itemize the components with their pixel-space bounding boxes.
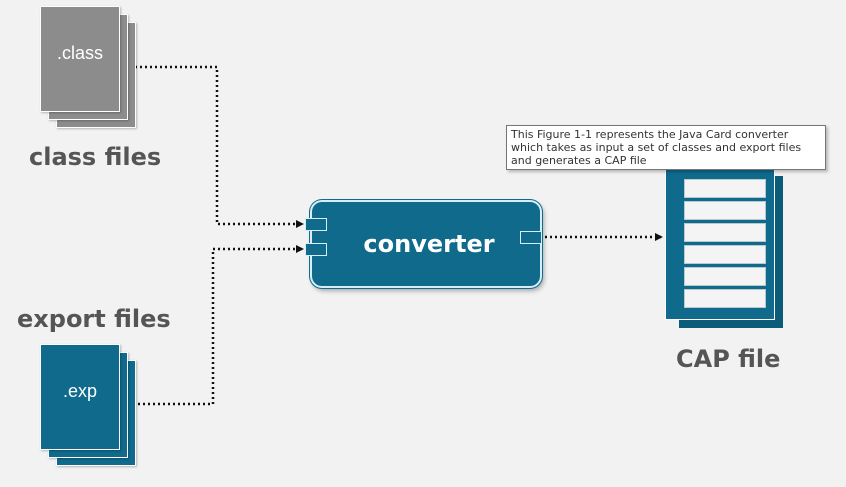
cap-file-record	[684, 179, 766, 198]
cap-file-record	[684, 245, 766, 264]
cap-file-record	[684, 223, 766, 242]
converter-input-port-export	[305, 243, 327, 256]
class-file-extension: .class	[56, 43, 103, 63]
converter-output-port	[520, 231, 542, 244]
converter-component: converter	[310, 200, 542, 288]
converter-label: converter	[363, 230, 495, 258]
converter-input-port-class	[305, 218, 327, 231]
export-files-label: export files	[17, 305, 171, 333]
cap-file-records	[684, 179, 766, 308]
figure-tooltip: This Figure 1-1 represents the Java Card…	[506, 125, 826, 170]
class-to-converter-line	[130, 65, 304, 228]
cap-file-record	[684, 267, 766, 286]
cap-file-record	[684, 201, 766, 220]
class-files-label: class files	[29, 143, 162, 171]
export-file-icon: .exp	[40, 344, 136, 466]
cap-file-record	[684, 289, 766, 308]
cap-file-label: CAP file	[676, 345, 781, 373]
export-file-extension: .exp	[62, 381, 98, 401]
cap-file-icon	[665, 162, 785, 330]
class-file-icon: .class	[40, 6, 136, 128]
